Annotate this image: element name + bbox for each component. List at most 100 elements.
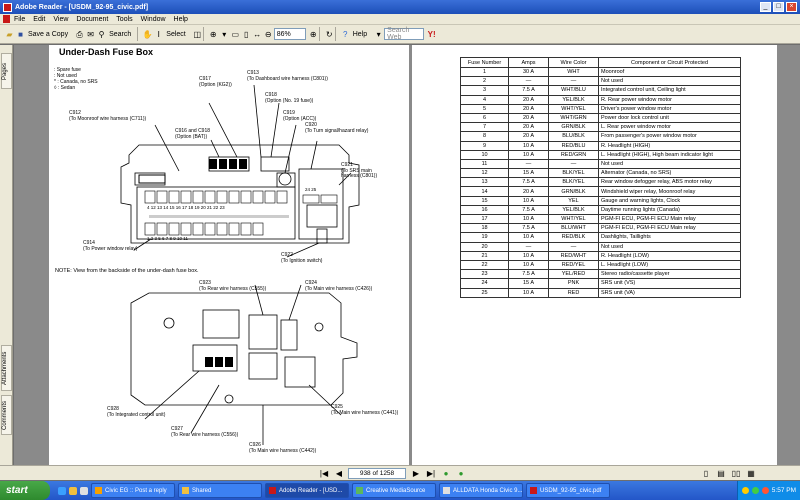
- table-cell: SRS unit (VS): [598, 278, 741, 289]
- table-cell: YEL/BLK: [548, 94, 599, 105]
- window-title: Adobe Reader - [USDM_92-95_civic.pdf]: [15, 3, 149, 11]
- document-icon[interactable]: [3, 15, 10, 23]
- single-page-icon[interactable]: ▯: [703, 468, 709, 478]
- task-usdm-pdf[interactable]: USDM_92-95_civic.pdf: [526, 483, 610, 498]
- task-label: Adobe Reader - [USD...: [279, 487, 343, 494]
- task-civic-eg[interactable]: Civic EG :: Post a reply: [91, 483, 175, 498]
- fuse-numbers-right: 24 25: [305, 187, 317, 192]
- quicklaunch-folder-icon[interactable]: [69, 486, 77, 495]
- table-cell: 15 A: [508, 278, 549, 289]
- table-cell: 10 A: [508, 213, 549, 225]
- help-button[interactable]: ? Help: [340, 29, 367, 40]
- menu-file[interactable]: File: [14, 15, 26, 23]
- help-icon: ?: [343, 29, 348, 39]
- menu-view[interactable]: View: [53, 15, 69, 23]
- actual-size-icon[interactable]: ▭: [231, 29, 240, 39]
- continuous-icon[interactable]: ▤: [717, 468, 725, 478]
- zoom-in-icon[interactable]: ⊕: [209, 29, 217, 39]
- table-cell: Not used: [598, 158, 741, 170]
- tray-icon[interactable]: [751, 487, 759, 494]
- quicklaunch-ie-icon[interactable]: [58, 486, 66, 495]
- table-row: 20——Not used: [460, 241, 741, 252]
- menu-document[interactable]: Document: [76, 15, 109, 23]
- fit-page-icon[interactable]: ▯: [244, 29, 249, 39]
- go-forward-icon[interactable]: ●: [458, 468, 464, 478]
- email-icon[interactable]: ✉: [87, 29, 94, 39]
- snapshot-icon[interactable]: ◫: [193, 29, 202, 39]
- task-shared[interactable]: Shared: [178, 483, 262, 498]
- task-adobe-reader[interactable]: Adobe Reader - [USD...: [265, 483, 349, 498]
- tray-icon[interactable]: [761, 487, 769, 494]
- fuse-box-diagram: [120, 84, 360, 445]
- start-button[interactable]: start: [0, 481, 50, 500]
- zoom-out-icon[interactable]: ⊖: [264, 29, 272, 39]
- hand-tool-icon[interactable]: ✋: [142, 29, 153, 39]
- zoom-in-plus-icon[interactable]: ⊕: [309, 29, 317, 39]
- task-alldata[interactable]: ALLDATA Honda Civic 9...: [439, 483, 523, 498]
- search-label: Search: [109, 30, 132, 38]
- facing-icon[interactable]: ▯▯: [731, 468, 741, 478]
- next-page-icon[interactable]: ▶: [412, 468, 420, 478]
- zoom-field[interactable]: 86%: [273, 28, 306, 40]
- print-icon[interactable]: ⎙: [76, 29, 83, 39]
- task-label: Shared: [192, 487, 212, 494]
- yahoo-icon[interactable]: Y!: [427, 29, 436, 39]
- table-cell: 20 A: [508, 131, 549, 142]
- close-button[interactable]: ×: [786, 2, 797, 12]
- table-cell: 7: [460, 122, 509, 133]
- diagram-note: NOTE: View from the backside of the unde…: [55, 268, 199, 274]
- table-cell: 10: [460, 149, 509, 160]
- toolbar-separator: [137, 27, 139, 41]
- task-label: USDM_92-95_civic.pdf: [540, 487, 602, 494]
- folder-icon: [182, 487, 189, 494]
- menu-help[interactable]: Help: [173, 15, 188, 23]
- table-cell: —: [548, 76, 599, 87]
- window-titlebar[interactable]: Adobe Reader - [USDM_92-95_civic.pdf] _ …: [0, 0, 800, 14]
- table-cell: YEL/RED: [548, 269, 599, 280]
- table-cell: Not used: [598, 241, 741, 252]
- menu-window[interactable]: Window: [140, 15, 166, 23]
- document-area[interactable]: Under-Dash Fuse Box : Spare fuse : Not u…: [14, 45, 800, 465]
- dropdown-arrow-icon[interactable]: ▾: [376, 29, 381, 39]
- tab-comments[interactable]: Comments: [1, 395, 12, 435]
- select-button[interactable]: I Select: [153, 29, 186, 40]
- web-search-input[interactable]: Search Web: [384, 27, 425, 41]
- tray-icon[interactable]: [741, 487, 749, 494]
- go-back-icon[interactable]: ●: [443, 468, 449, 478]
- table-cell: 7.5 A: [508, 204, 549, 216]
- tab-pages[interactable]: Pages: [1, 53, 12, 89]
- continuous-facing-icon[interactable]: ▦: [747, 468, 755, 478]
- tab-attachments[interactable]: Attachments: [1, 345, 12, 391]
- table-cell: WHT/GRN: [548, 112, 599, 124]
- table-cell: 30 A: [508, 66, 549, 78]
- minimize-button[interactable]: _: [760, 2, 771, 12]
- table-cell: WHT/YEL: [548, 103, 599, 114]
- table-cell: L. Headlight (LOW): [598, 259, 741, 271]
- maximize-button[interactable]: □: [773, 2, 784, 12]
- menu-tools[interactable]: Tools: [116, 15, 133, 23]
- clock[interactable]: 5:57 PM: [771, 487, 796, 494]
- table-cell: 20: [460, 241, 509, 252]
- open-folder-icon[interactable]: ▰: [6, 29, 13, 39]
- first-page-icon[interactable]: |◀: [319, 468, 329, 478]
- save-copy-button[interactable]: ■ Save a Copy: [15, 29, 68, 40]
- search-button[interactable]: ⚲ Search: [96, 29, 132, 40]
- rotate-icon[interactable]: ↻: [325, 29, 333, 39]
- task-creative-mediasource[interactable]: Creative MediaSource: [352, 483, 436, 498]
- firefox-icon: [95, 487, 102, 494]
- select-label: Select: [166, 30, 186, 38]
- zoom-dropdown-icon[interactable]: ▾: [222, 29, 227, 39]
- quicklaunch-desktop-icon[interactable]: [80, 486, 88, 495]
- menu-edit[interactable]: Edit: [33, 15, 46, 23]
- last-page-icon[interactable]: ▶|: [426, 468, 436, 478]
- page-indicator[interactable]: 938 of 1258: [348, 467, 406, 479]
- previous-page-icon[interactable]: ◀: [335, 468, 343, 478]
- fit-width-icon[interactable]: ↔: [253, 29, 262, 39]
- table-cell: —: [548, 158, 599, 170]
